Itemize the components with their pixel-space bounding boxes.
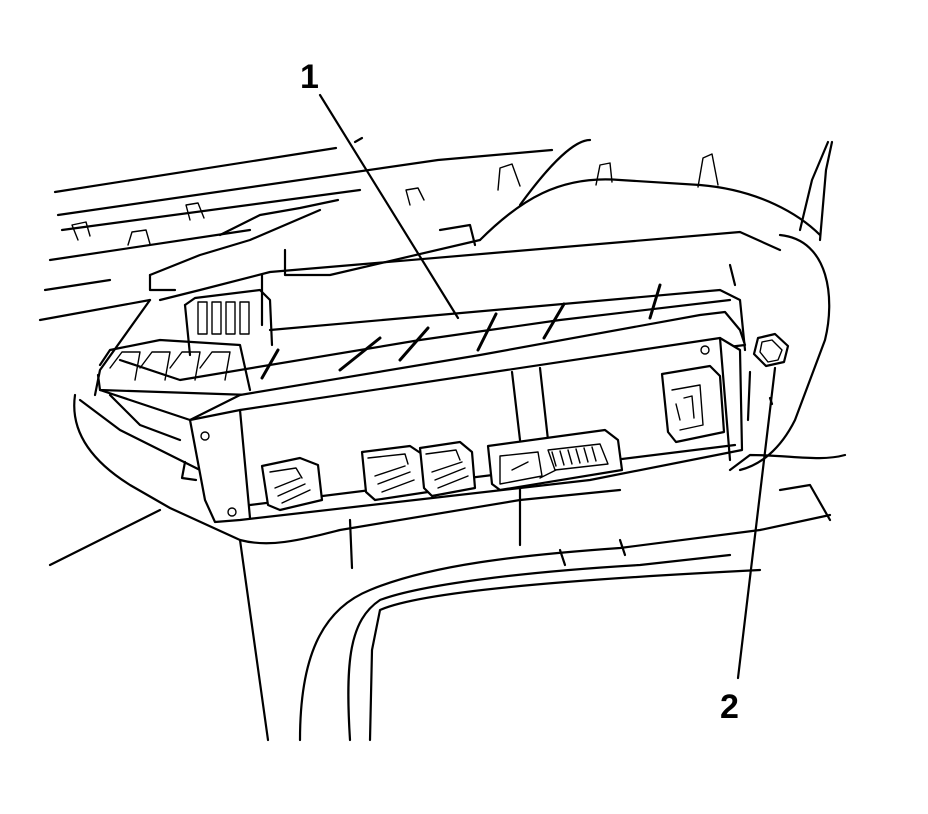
mounting-tray (93, 198, 782, 422)
rear-connector-block (96, 288, 274, 397)
electronic-control-module (188, 310, 747, 570)
outer-housing (48, 233, 847, 742)
mounting-nut (746, 332, 790, 422)
leader-lines (318, 93, 777, 680)
module-top-pins (260, 283, 662, 380)
callout-1: 1 (300, 58, 319, 96)
callout-2: 2 (720, 688, 739, 726)
rail-clips (71, 153, 719, 246)
front-connectors (260, 364, 726, 512)
upper-trim-panels (38, 136, 834, 322)
